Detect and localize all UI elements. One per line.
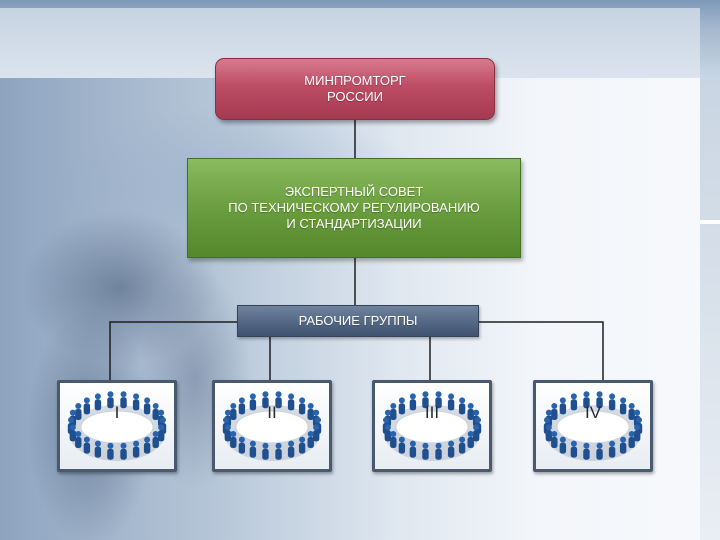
ministry-label: МИНПРОМТОРГ РОССИИ	[304, 73, 406, 104]
people-around-table-icon	[222, 391, 322, 461]
group-numeral: IV	[584, 403, 602, 422]
group-box-3: III	[372, 380, 492, 472]
connector-right-branch	[479, 321, 604, 380]
right-decorative-strip	[700, 78, 720, 540]
working-groups-node: РАБОЧИЕ ГРУППЫ	[237, 305, 479, 337]
people-around-table-icon	[543, 391, 643, 461]
group-numeral: II	[267, 403, 277, 422]
people-around-table-icon	[67, 391, 167, 461]
group-box-4: IV	[533, 380, 653, 472]
group-box-2: II	[212, 380, 332, 472]
group-numeral: I	[114, 403, 120, 422]
connector-left-branch	[109, 321, 237, 380]
expert-council-node: ЭКСПЕРТНЫЙ СОВЕТ ПО ТЕХНИЧЕСКОМУ РЕГУЛИР…	[187, 158, 521, 258]
people-around-table-icon	[382, 391, 482, 461]
council-label: ЭКСПЕРТНЫЙ СОВЕТ ПО ТЕХНИЧЕСКОМУ РЕГУЛИР…	[228, 184, 480, 231]
group-numeral: III	[424, 403, 440, 422]
working-groups-label: РАБОЧИЕ ГРУППЫ	[298, 313, 418, 328]
group-box-1: I	[57, 380, 177, 472]
ministry-node: МИНПРОМТОРГ РОССИИ	[215, 58, 495, 120]
